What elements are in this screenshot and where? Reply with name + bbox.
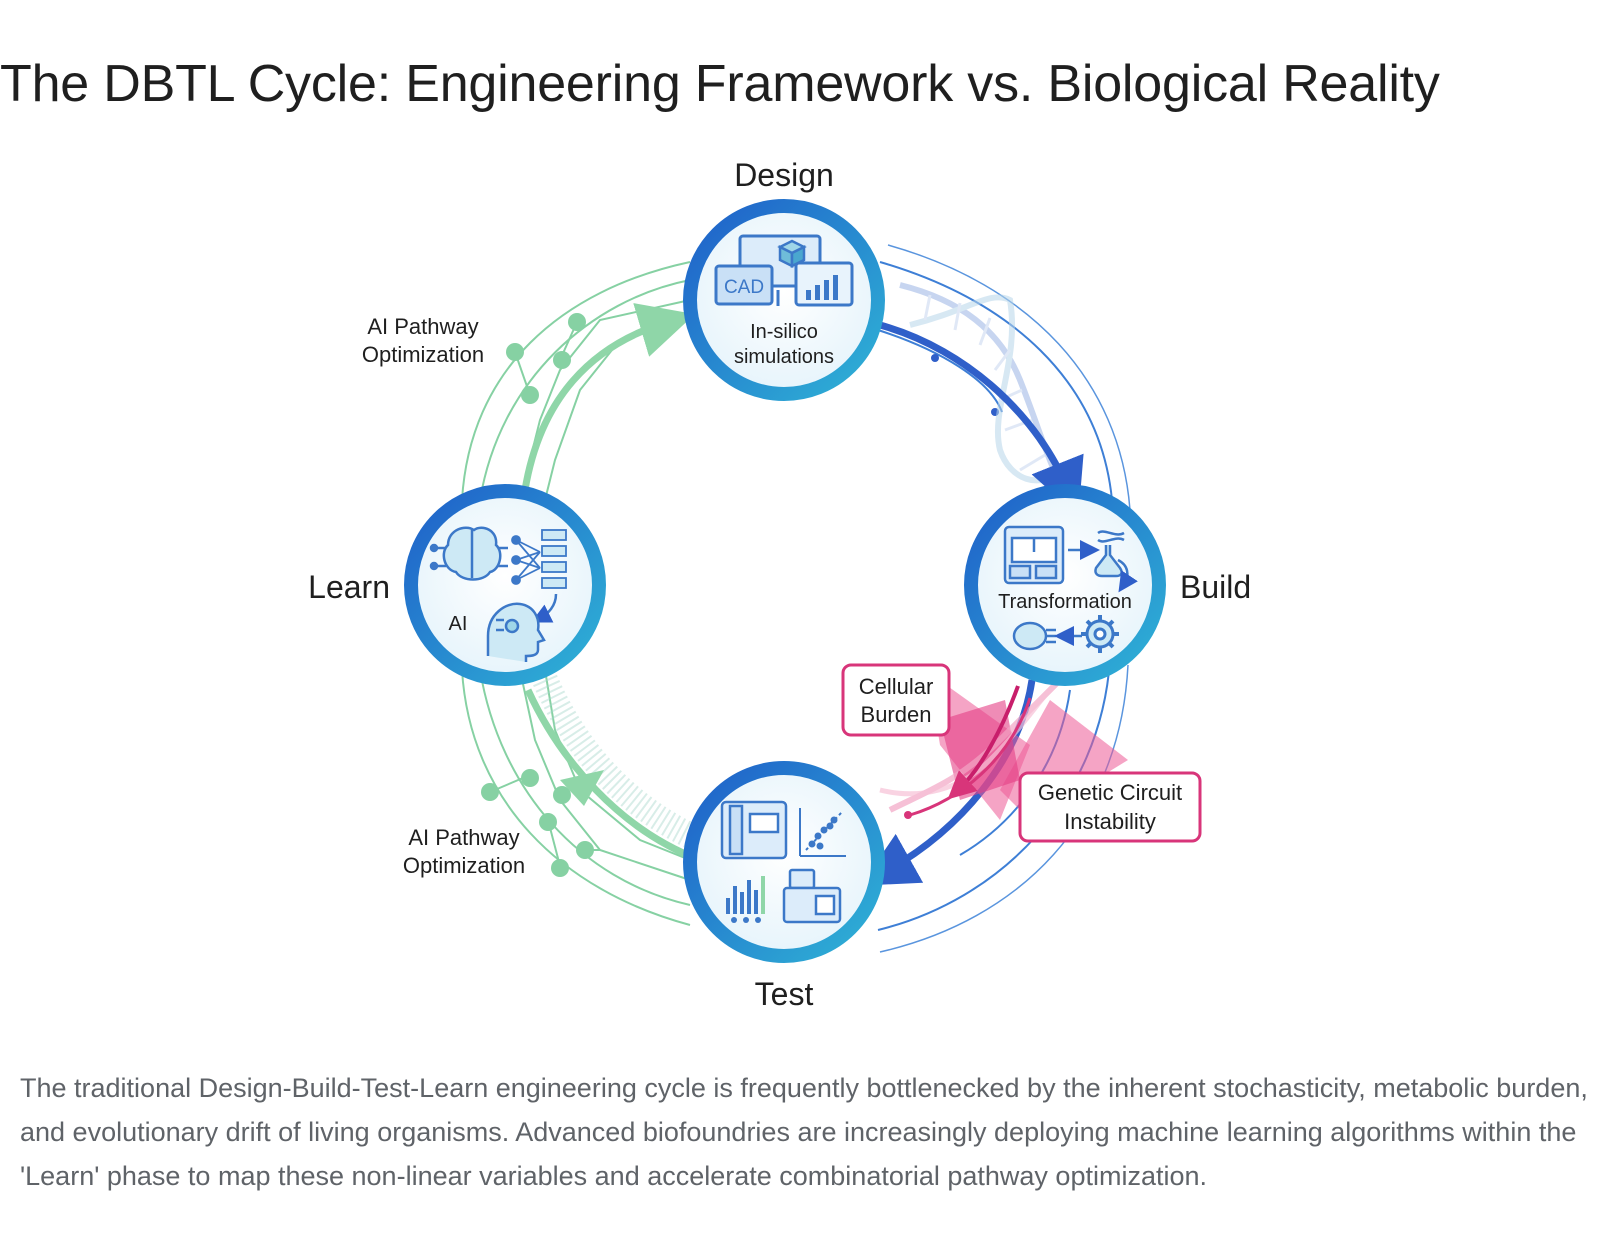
ai-pathway-top-line1: AI Pathway	[367, 314, 478, 339]
cube-icon	[777, 239, 807, 269]
gear-icon	[1081, 615, 1119, 653]
circuit-nodes	[481, 313, 594, 877]
curve-arrow-icon	[1117, 558, 1138, 593]
test-node[interactable]	[683, 761, 885, 963]
genetic-instability-callout: Genetic Circuit Instability	[1018, 771, 1202, 843]
scatter-plot-icon	[799, 808, 846, 857]
ai-head-icon	[486, 602, 546, 662]
simulations-label: simulations	[734, 346, 834, 368]
design-node[interactable]: CAD In-silico simulations	[683, 199, 885, 401]
curve-arrow-icon	[531, 593, 558, 623]
cellular-burden-line1: Cellular	[859, 674, 934, 699]
sequencer-icon	[720, 800, 788, 860]
learn-to-design-arrow	[521, 303, 695, 491]
cad-label: CAD	[724, 277, 764, 298]
learn-label: Learn	[308, 569, 390, 605]
caption-paragraph: The traditional Design-Build-Test-Learn …	[20, 1073, 1588, 1191]
ai-pathway-top-line2: Optimization	[362, 342, 484, 367]
build-node[interactable]: Transformation	[964, 484, 1166, 686]
test-to-learn-arrowhead	[560, 770, 604, 806]
test-to-learn-arrow	[524, 688, 702, 864]
cellular-burden-line2: Burden	[861, 702, 932, 727]
transformation-label: Transformation	[998, 591, 1132, 613]
brain-circuit-icon	[429, 526, 508, 581]
ai-pathway-bottom-line1: AI Pathway	[408, 825, 519, 850]
ai-pathway-bottom-line2: Optimization	[403, 853, 525, 878]
plate-reader-icon	[782, 868, 842, 924]
build-label: Build	[1180, 569, 1251, 605]
genetic-instability-line1: Genetic Circuit	[1038, 780, 1182, 805]
design-label: Design	[734, 157, 834, 193]
cellular-burden-callout: Cellular Burden	[841, 663, 951, 737]
neural-network-icon	[511, 529, 567, 589]
lab-robot-icon	[1003, 525, 1065, 585]
test-label: Test	[755, 976, 814, 1012]
page-title: The DBTL Cycle: Engineering Framework vs…	[0, 55, 1440, 113]
dna-helix-top	[899, 282, 1073, 502]
ai-label: AI	[449, 613, 468, 635]
pink-stress-burst	[879, 672, 1128, 820]
genetic-instability-line2: Instability	[1064, 809, 1156, 834]
bar-chart-icon	[806, 275, 838, 300]
learn-node[interactable]: AI	[404, 484, 606, 686]
design-to-build-arrow	[879, 321, 1084, 516]
bar-graph-icon	[726, 876, 765, 923]
in-silico-label: In-silico	[750, 321, 818, 343]
